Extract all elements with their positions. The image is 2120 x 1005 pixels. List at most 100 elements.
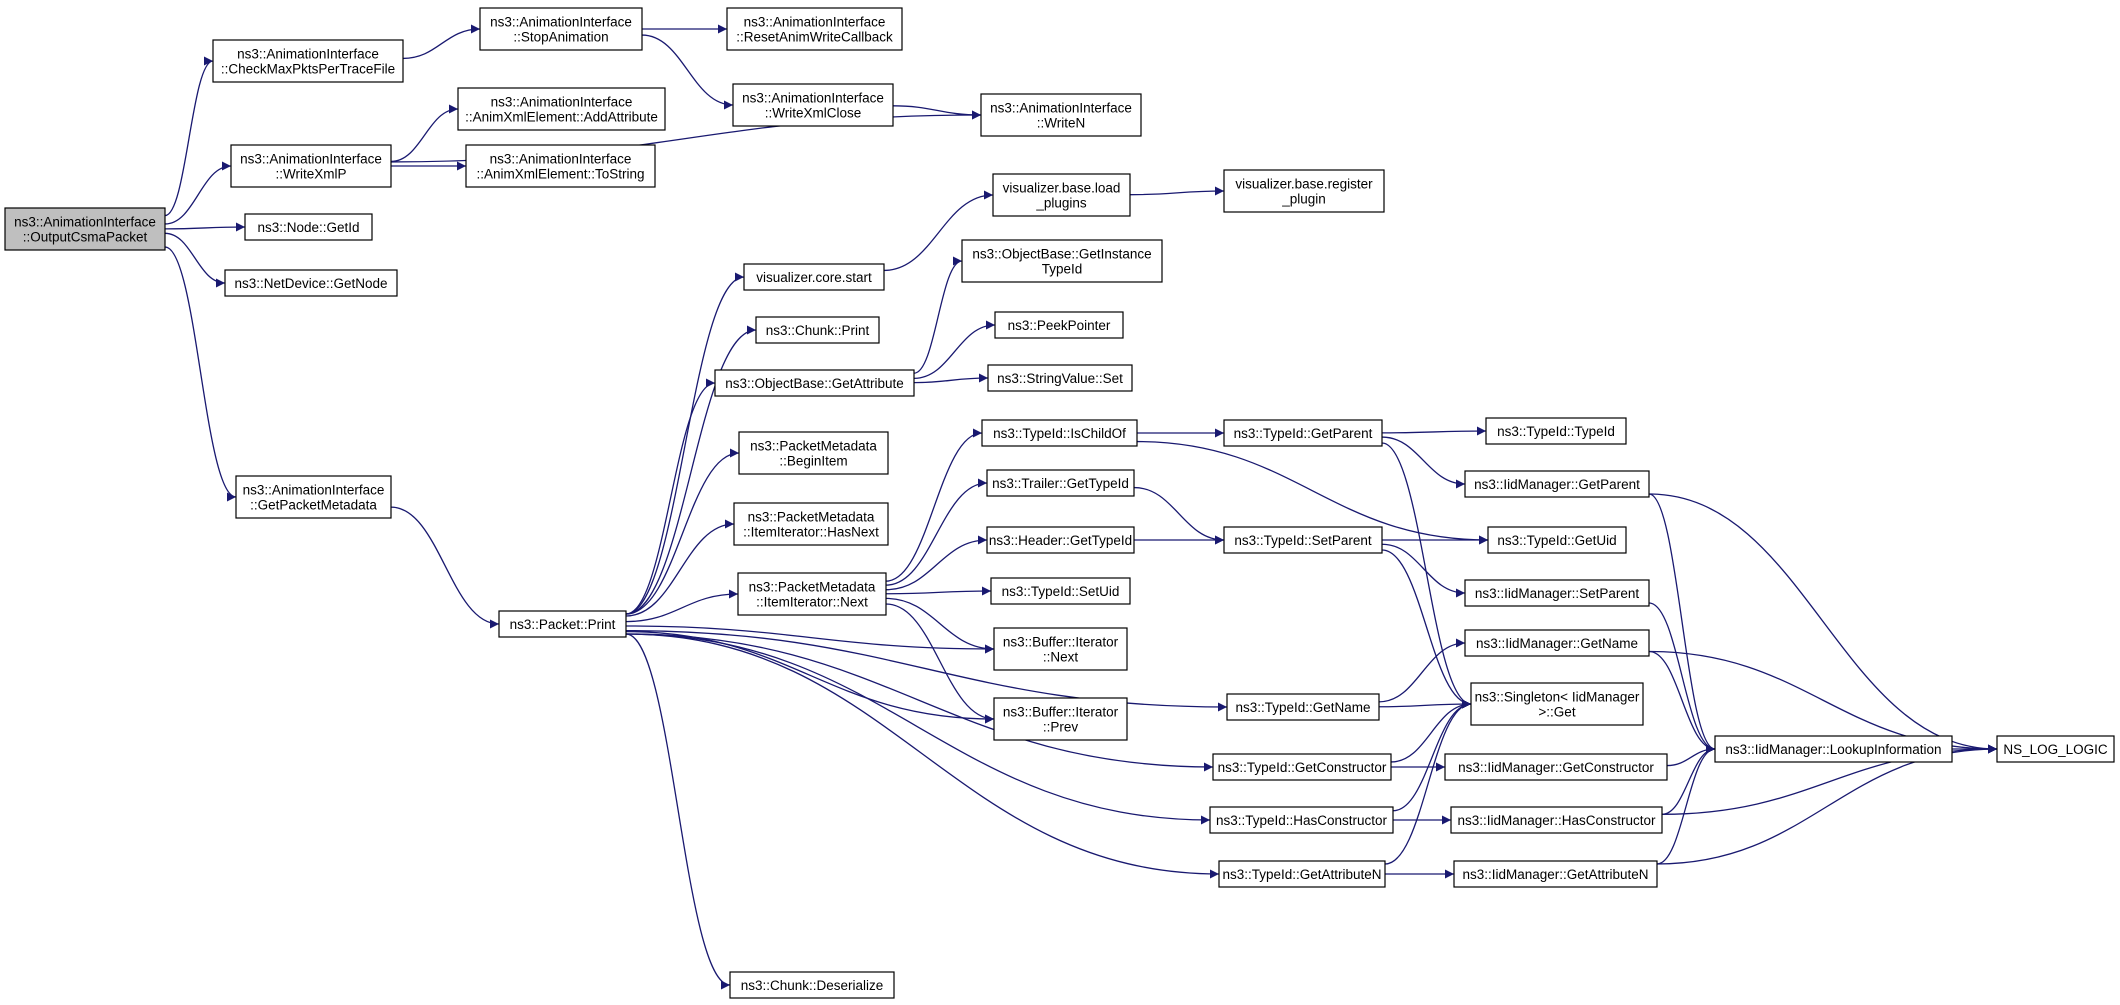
node-n22[interactable]: ns3::PacketMetadata::ItemIterator::HasNe… — [733, 502, 889, 546]
node-n1[interactable]: ns3::AnimationInterface::CheckMaxPktsPer… — [212, 39, 404, 83]
node-n41[interactable]: ns3::IidManager::GetConstructor — [1444, 753, 1668, 781]
node-label: ns3::AnimationInterface — [744, 15, 886, 30]
node-n0[interactable]: ns3::AnimationInterface::OutputCsmaPacke… — [4, 207, 166, 251]
node-label: ns3::Packet::Print — [510, 617, 616, 632]
node-n43[interactable]: NS_LOG_LOGIC — [1996, 735, 2115, 763]
edge-n25-n34 — [1133, 486, 1225, 545]
node-n25[interactable]: ns3::Trailer::GetTypeId — [986, 469, 1135, 497]
node-box — [737, 572, 887, 616]
edge-n31-n33 — [1381, 436, 1466, 489]
node-box — [1223, 419, 1383, 447]
node-box — [1996, 735, 2115, 763]
edge-n17-n18 — [913, 256, 963, 374]
node-label: ns3::ObjectBase::GetAttribute — [725, 376, 904, 391]
node-n5[interactable]: ns3::AnimationInterface::GetPacketMetada… — [235, 475, 392, 519]
node-n39[interactable]: ns3::Singleton< IidManager >::Get — [1470, 682, 1644, 726]
node-n40[interactable]: ns3::TypeId::GetConstructor — [1212, 753, 1392, 781]
edge-n12-n30 — [625, 633, 731, 990]
node-box — [224, 269, 398, 297]
node-box — [1226, 693, 1380, 721]
node-box — [993, 627, 1128, 671]
node-n10[interactable]: ns3::AnimationInterface::AnimXmlElement:… — [457, 87, 666, 131]
node-n2[interactable]: ns3::AnimationInterface::WriteXmlP — [230, 144, 392, 188]
node-n8[interactable]: ns3::AnimationInterface::WriteXmlClose — [732, 83, 894, 127]
node-label: ns3::IidManager::GetName — [1476, 636, 1638, 651]
node-box — [994, 311, 1124, 339]
node-label: visualizer.base.register — [1235, 177, 1373, 192]
node-n37[interactable]: ns3::TypeId::GetName — [1226, 693, 1380, 721]
node-n3[interactable]: ns3::Node::GetId — [244, 213, 373, 241]
edge-n33-n42 — [1648, 493, 1716, 754]
node-n34[interactable]: ns3::TypeId::SetParent — [1223, 526, 1383, 554]
node-label: ns3::Singleton< IidManager — [1475, 690, 1640, 705]
node-n33[interactable]: ns3::IidManager::GetParent — [1464, 470, 1650, 498]
node-label: >::Get — [1538, 705, 1575, 720]
node-n21[interactable]: ns3::PacketMetadata::BeginItem — [738, 431, 889, 475]
node-label: ::ItemIterator::HasNext — [743, 525, 879, 540]
node-n13[interactable]: visualizer.core.start — [743, 263, 885, 291]
node-n16[interactable]: ns3::Chunk::Print — [755, 316, 880, 344]
node-box — [732, 83, 894, 127]
node-n12[interactable]: ns3::Packet::Print — [498, 610, 627, 638]
edge-n38-n42 — [1648, 650, 1716, 754]
node-n15[interactable]: visualizer.base.register_plugin — [1223, 169, 1385, 213]
node-box — [1218, 860, 1386, 888]
node-n17[interactable]: ns3::ObjectBase::GetAttribute — [714, 369, 915, 397]
edge-n12-n13 — [625, 272, 745, 615]
edge-n0-n2 — [164, 161, 232, 225]
node-n7[interactable]: ns3::AnimationInterface::ResetAnimWriteC… — [726, 7, 903, 51]
edge-n5-n12 — [390, 506, 500, 629]
node-n24[interactable]: ns3::TypeId::IsChildOf — [981, 419, 1138, 447]
node-label: ns3::IidManager::GetParent — [1474, 477, 1640, 492]
edge-n34-n39 — [1381, 549, 1472, 709]
node-n14[interactable]: visualizer.base.load_plugins — [992, 173, 1131, 217]
node-label: TypeId — [1042, 262, 1083, 277]
node-n47[interactable]: ns3::IidManager::GetAttributeN — [1453, 860, 1658, 888]
node-label: ns3::Buffer::Iterator — [1003, 635, 1119, 650]
node-n36[interactable]: ns3::IidManager::SetParent — [1464, 579, 1650, 607]
node-n9[interactable]: ns3::AnimationInterface::WriteN — [980, 93, 1142, 137]
node-n6[interactable]: ns3::AnimationInterface::StopAnimation — [479, 7, 643, 51]
edge-n12-n21 — [625, 448, 740, 615]
node-n11[interactable]: ns3::AnimationInterface::AnimXmlElement:… — [465, 144, 656, 188]
node-box — [1464, 579, 1650, 607]
node-n32[interactable]: ns3::TypeId::TypeId — [1485, 417, 1627, 445]
node-n46[interactable]: ns3::TypeId::GetAttributeN — [1218, 860, 1386, 888]
node-n29[interactable]: ns3::Buffer::Iterator::Prev — [993, 697, 1128, 741]
node-label: ns3::IidManager::SetParent — [1475, 586, 1640, 601]
node-box — [1485, 417, 1627, 445]
node-box — [1714, 735, 1953, 763]
node-label: ns3::TypeId::GetParent — [1234, 426, 1373, 441]
edge-n40-n39 — [1390, 699, 1472, 763]
node-box — [738, 431, 889, 475]
node-n35[interactable]: ns3::TypeId::GetUid — [1487, 526, 1627, 554]
node-box — [1223, 526, 1383, 554]
node-label: ns3::Chunk::Deserialize — [741, 978, 884, 993]
node-label: ::AnimXmlElement::AddAttribute — [465, 110, 658, 125]
node-n19[interactable]: ns3::PeekPointer — [994, 311, 1124, 339]
node-label: ::WriteXmlP — [275, 167, 346, 182]
node-n27[interactable]: ns3::TypeId::SetUid — [990, 577, 1131, 605]
node-n23[interactable]: ns3::PacketMetadata::ItemIterator::Next — [737, 572, 887, 616]
node-label: ns3::ObjectBase::GetInstance — [972, 247, 1151, 262]
node-label: ns3::Node::GetId — [257, 220, 359, 235]
node-n44[interactable]: ns3::TypeId::HasConstructor — [1209, 806, 1394, 834]
node-n45[interactable]: ns3::IidManager::HasConstructor — [1450, 806, 1663, 834]
node-n28[interactable]: ns3::Buffer::Iterator::Next — [993, 627, 1128, 671]
node-n38[interactable]: ns3::IidManager::GetName — [1464, 629, 1650, 657]
node-n4[interactable]: ns3::NetDevice::GetNode — [224, 269, 398, 297]
edge-n23-n28 — [885, 597, 995, 654]
node-box — [1444, 753, 1668, 781]
node-label: ::AnimXmlElement::ToString — [476, 167, 644, 182]
edge-n17-n20 — [913, 373, 989, 384]
node-n42[interactable]: ns3::IidManager::LookupInformation — [1714, 735, 1953, 763]
edge-n8-n9 — [892, 105, 982, 120]
node-n31[interactable]: ns3::TypeId::GetParent — [1223, 419, 1383, 447]
node-n30[interactable]: ns3::Chunk::Deserialize — [729, 971, 895, 999]
node-box — [986, 469, 1135, 497]
edge-n17-n19 — [913, 320, 996, 380]
node-n26[interactable]: ns3::Header::GetTypeId — [986, 526, 1135, 554]
node-n20[interactable]: ns3::StringValue::Set — [987, 364, 1133, 392]
edge-n23-n24 — [885, 428, 983, 582]
